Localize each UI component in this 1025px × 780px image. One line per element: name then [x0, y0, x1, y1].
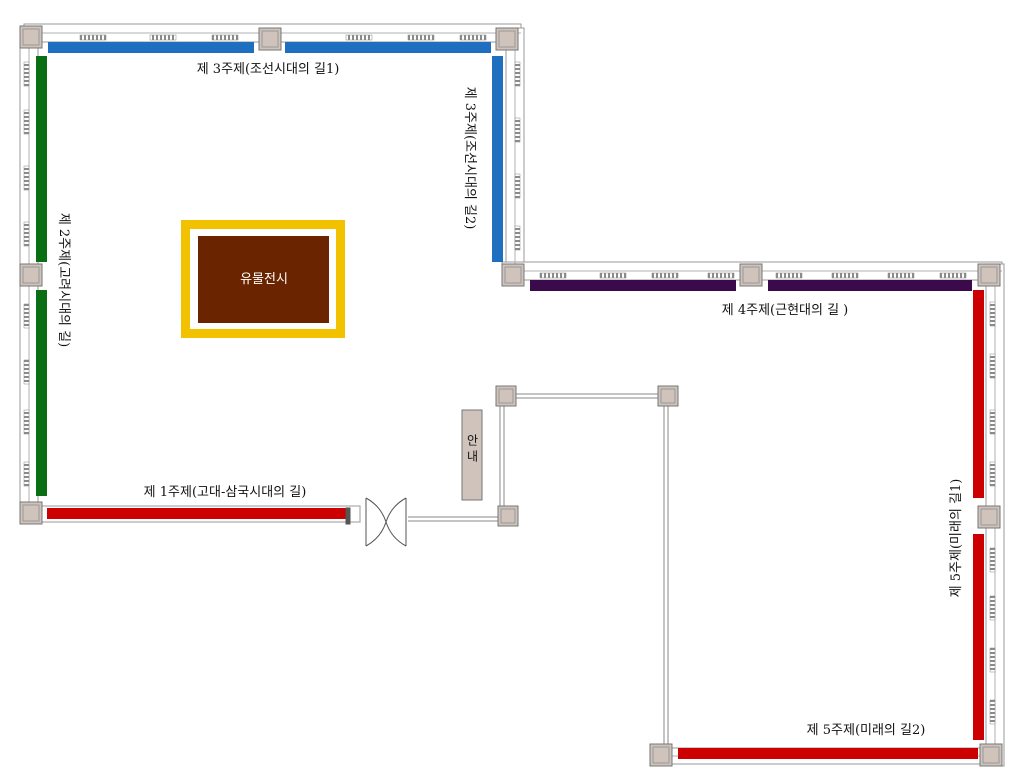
theme3a-label: 제 3주제(조선시대의 길1)	[197, 62, 340, 77]
column	[495, 27, 519, 51]
column	[258, 27, 282, 51]
theme4-label: 제 4주제(근현대의 길 )	[722, 303, 849, 318]
theme4-bar-left	[530, 280, 736, 291]
theme3b-label: 제 3주제(조선시대의 길2)	[462, 87, 477, 230]
theme3a-bar-right	[285, 42, 491, 53]
theme2-bar-lower	[36, 290, 47, 496]
column	[19, 25, 43, 49]
theme2-bar-upper	[36, 56, 47, 262]
theme1-label: 제 1주제(고대-삼국시대의 길)	[144, 485, 307, 500]
partitions	[408, 393, 669, 748]
column	[649, 743, 673, 767]
column	[19, 501, 43, 525]
theme5a-bar-lower	[973, 534, 984, 740]
column	[739, 263, 763, 287]
entrance-doors[interactable]	[345, 497, 407, 547]
center-exhibit-area	[198, 236, 329, 323]
window-slats	[23, 34, 996, 725]
column	[495, 385, 517, 407]
info-desk-label: 안 내	[465, 434, 479, 462]
columns	[19, 25, 1003, 767]
theme5b-bar	[678, 748, 978, 759]
theme3b-bar	[492, 56, 503, 262]
theme-bars	[36, 42, 984, 759]
column	[497, 505, 519, 527]
column	[979, 743, 1003, 767]
theme3a-bar-left	[48, 42, 254, 53]
center-exhibit: 유물전시	[181, 220, 345, 338]
zone-labels: 제 1주제(고대-삼국시대의 길) 제 2주제(고려시대의 길) 제 3주제(조…	[56, 62, 964, 738]
theme4-bar-right	[768, 280, 972, 291]
column	[19, 263, 43, 287]
column	[977, 263, 1001, 287]
theme5b-label: 제 5주제(미래의 길2)	[807, 723, 926, 738]
theme1-bar	[47, 508, 347, 519]
column	[977, 505, 1001, 529]
theme2-label: 제 2주제(고려시대의 길)	[56, 213, 71, 347]
column	[501, 263, 525, 287]
theme5a-label: 제 5주제(미래의 길1)	[949, 479, 964, 598]
column	[657, 385, 679, 407]
info-desk[interactable]: 안 내	[461, 409, 483, 501]
center-exhibit-label: 유물전시	[240, 272, 288, 287]
theme5a-bar	[973, 290, 984, 498]
